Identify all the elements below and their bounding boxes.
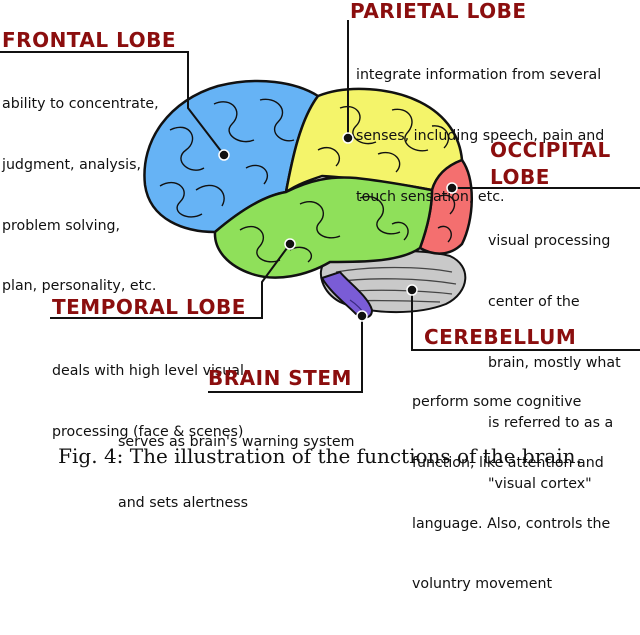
- temporal-desc-line: deals with high level visual: [52, 363, 244, 380]
- cerebellum-desc-line: perform some cognitive: [412, 394, 582, 411]
- occipital-lobe-title-line2: LOBE: [490, 165, 550, 189]
- brain-illustration: [0, 20, 640, 393]
- occipital-desc-line: brain, mostly what: [488, 354, 621, 371]
- temporal-lobe-title: TEMPORAL LOBE: [52, 295, 246, 319]
- parietal-lobe-region: [284, 87, 464, 195]
- temporal-desc-line: processing (face & scenes): [52, 424, 244, 441]
- leader-lines: [0, 20, 640, 393]
- brainstem-title: BRAIN STEM: [208, 366, 352, 390]
- brainstem-desc-line: and sets alertness: [118, 495, 249, 512]
- occipital-desc-line: visual processing: [488, 233, 611, 250]
- parietal-desc-line: senses, including speech, pain and: [356, 128, 605, 145]
- parietal-marker: [342, 132, 354, 144]
- occipital-marker: [446, 182, 458, 194]
- temporal-lobe-region: [213, 176, 434, 279]
- brainstem-marker: [356, 310, 368, 322]
- cerebellum-title: CEREBELLUM: [424, 325, 577, 349]
- occipital-desc-line: center of the: [488, 294, 580, 311]
- frontal-lobe-title: FRONTAL LOBE: [2, 28, 177, 52]
- brainstem-desc: serves as brain's warning system and set…: [118, 392, 354, 554]
- frontal-desc-line: ability to concentrate,: [2, 96, 159, 113]
- occipital-lobe-title: OCCIPITAL: [490, 138, 611, 162]
- marker-dots: [218, 132, 458, 322]
- cerebellum-desc-line: language. Also, controls the: [412, 515, 611, 532]
- frontal-desc-line: plan, personality, etc.: [2, 278, 157, 295]
- brainstem-desc-line: serves as brain's warning system: [118, 434, 355, 451]
- cerebellum-marker: [406, 284, 418, 296]
- parietal-desc-line: integrate information from several: [356, 67, 602, 84]
- temporal-leader-line: [50, 243, 291, 319]
- temporal-lobe-desc: deals with high level visual processing …: [52, 321, 244, 483]
- frontal-desc-line: judgment, analysis,: [2, 157, 142, 174]
- frontal-marker: [218, 149, 230, 161]
- cerebellum-desc: perform some cognitive function, like at…: [412, 352, 610, 635]
- parietal-lobe-title: PARIETAL LOBE: [350, 0, 527, 23]
- cerebellum-desc-line: voluntry movement: [412, 576, 553, 593]
- cerebellum-leader-line: [411, 290, 640, 351]
- occipital-desc-line: is referred to as a: [488, 415, 614, 432]
- brain-diagram: FRONTAL LOBE ability to concentrate, jud…: [0, 0, 640, 592]
- parietal-desc-line: touch sensation, etc.: [356, 188, 505, 205]
- frontal-leader-line: [0, 51, 225, 156]
- parietal-lobe-desc: integrate information from several sense…: [356, 25, 604, 247]
- brainstem-leader-line: [208, 318, 363, 393]
- figure-caption: Fig. 4: The illustration of the function…: [58, 444, 582, 468]
- temporal-marker: [284, 238, 296, 250]
- frontal-lobe-desc: ability to concentrate, judgment, analys…: [2, 54, 159, 337]
- frontal-desc-line: problem solving,: [2, 217, 121, 234]
- occipital-lobe-region: [418, 158, 473, 255]
